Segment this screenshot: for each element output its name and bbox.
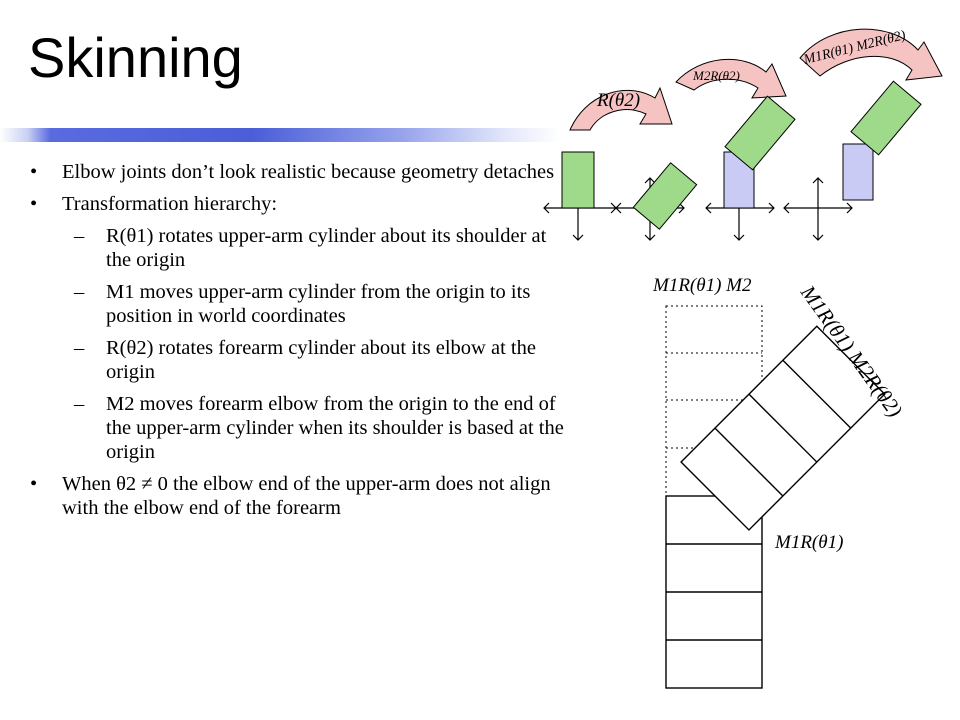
sub-bullet-marker: – [74,225,85,247]
slide-title: Skinning [28,26,243,89]
forearm-cylinder-3 [850,80,922,156]
sub-bullet-marker: – [74,393,85,415]
bullet-marker: • [30,161,38,183]
axis-1 [543,202,617,241]
upper-arm-stack [665,495,763,689]
rotation-arrow-2 [675,58,787,99]
upper-arm-cylinder-3 [842,143,874,201]
sub-bullet-text: R(θ1) rotates upper-arm cylinder about i… [106,225,547,271]
bullet-text: Elbow joints don’t look realistic becaus… [62,161,555,183]
bullet-marker: • [30,473,38,495]
bullet-marker: • [30,193,38,215]
sub-bullet-text: R(θ2) rotates forearm cylinder about its… [106,337,536,383]
bullet-text: Transformation hierarchy: [62,193,278,215]
bullet-item: • Transformation hierarchy: [30,192,570,216]
axis-3 [705,202,775,241]
sub-bullet-text: M2 moves forearm elbow from the origin t… [106,393,564,463]
sub-bullet-marker: – [74,337,85,359]
arrow-label-r-theta2: R(θ2) [596,90,640,111]
bullet-text: When θ2 ≠ 0 the elbow end of the upper-a… [62,473,551,519]
forearm-rotated-cylinder [632,162,698,230]
stack-label-m1r-m2: M1R(θ1) M2 [652,275,752,296]
rotation-arrow-3 [799,28,943,81]
rotation-arrow-1 [569,86,673,131]
forearm-cylinder-2 [724,95,796,171]
axis-4 [783,177,853,241]
bullet-list: • Elbow joints don’t look realistic beca… [30,160,570,528]
forearm-rotated-stack [680,325,886,531]
upper-arm-cylinder [561,151,595,209]
sub-bullet-marker: – [74,281,85,303]
sub-bullet-item: – R(θ1) rotates upper-arm cylinder about… [30,224,570,272]
title-underline-bar [0,128,560,142]
sub-bullet-item: – R(θ2) rotates forearm cylinder about i… [30,336,570,384]
sub-bullet-text: M1 moves upper-arm cylinder from the ori… [106,281,531,327]
bullet-item: • Elbow joints don’t look realistic beca… [30,160,570,184]
bullet-item: • When θ2 ≠ 0 the elbow end of the upper… [30,472,570,520]
arrow-label-m2r-theta2: M2R(θ2) [692,68,740,83]
sub-bullet-item: – M2 moves forearm elbow from the origin… [30,392,570,464]
sub-bullet-item: – M1 moves upper-arm cylinder from the o… [30,280,570,328]
stack-label-m1r: M1R(θ1) [774,532,843,553]
